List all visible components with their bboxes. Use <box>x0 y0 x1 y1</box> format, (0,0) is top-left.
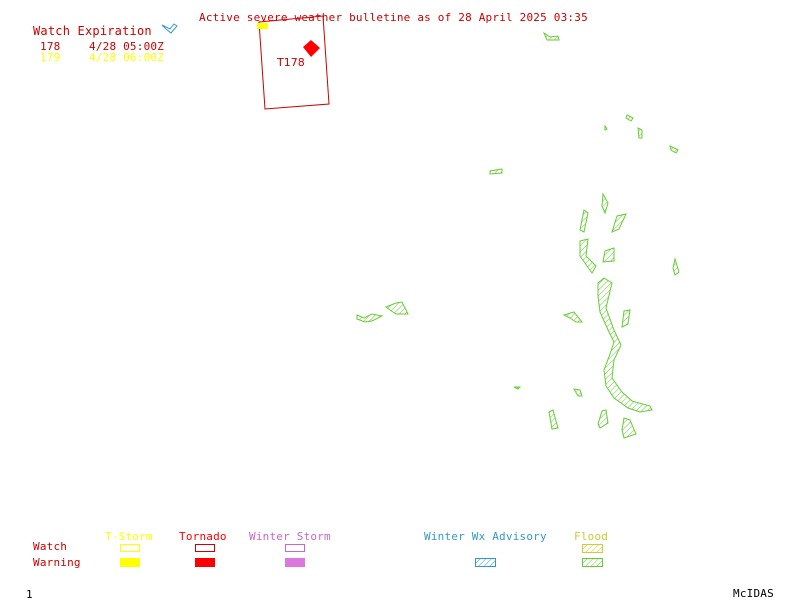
flood-area <box>562 311 584 323</box>
legend-swatch-tornado-watch <box>195 544 215 552</box>
flood-area <box>573 388 583 397</box>
flood-area <box>542 31 560 41</box>
bulletin-title: Active severe weather bulletine as of 28… <box>199 11 588 24</box>
flood-area <box>611 213 627 233</box>
watch-expiration-row: 178 <box>40 40 60 53</box>
legend-row-label-warning: Warning <box>33 556 81 569</box>
flood-area <box>602 247 615 263</box>
flood-area <box>601 192 609 215</box>
legend-label-winter-storm: Winter Storm <box>249 530 331 543</box>
flood-area <box>669 145 679 154</box>
watch-id: 179 <box>40 51 61 64</box>
legend-swatch-flood-warning <box>582 558 603 567</box>
flood-area <box>637 127 643 139</box>
watch-expiration-heading: Watch Expiration <box>33 24 152 38</box>
tornado-watch-box-t178[interactable] <box>258 15 330 110</box>
legend-swatch-winter-storm-watch <box>285 544 305 552</box>
watch-expiration-time: 4/28 05:00Z <box>89 40 165 53</box>
flood-area <box>672 257 680 276</box>
tstorm-warning-area[interactable] <box>257 23 268 29</box>
flood-area <box>625 114 634 122</box>
legend-swatch-tornado-warning <box>195 558 215 567</box>
watch-expiration-time: 4/28 06:00Z <box>89 51 165 64</box>
flood-warning-areas[interactable] <box>356 31 680 439</box>
flood-area <box>489 168 503 175</box>
legend-swatch-tstorm-watch <box>120 544 140 552</box>
frame-number: 1 <box>26 588 33 601</box>
winter-advisory-area[interactable] <box>161 23 178 34</box>
flood-area <box>597 277 653 413</box>
legend-label-winter-advisory: Winter Wx Advisory <box>424 530 547 543</box>
legend-swatch-tstorm-warning <box>120 558 140 567</box>
flood-area <box>579 238 597 274</box>
legend-label-tornado: Tornado <box>179 530 227 543</box>
flood-area <box>621 417 637 439</box>
watch-expiration-row: 179 <box>40 51 60 64</box>
flood-area <box>604 124 608 131</box>
legend-swatch-winter-storm-warning <box>285 558 305 567</box>
legend-row-label-watch: Watch <box>33 540 68 553</box>
watch-id: 178 <box>40 40 61 53</box>
flood-area <box>548 409 559 430</box>
flood-area <box>597 409 609 429</box>
watch-box-label: T178 <box>276 56 305 69</box>
legend-swatch-winter-advisory-warning <box>475 558 496 567</box>
flood-area <box>513 386 522 390</box>
legend-label-flood: Flood <box>574 530 609 543</box>
flood-area <box>384 301 409 315</box>
legend-label-tstorm: T-Storm <box>105 530 153 543</box>
legend-swatch-flood-watch <box>582 544 603 553</box>
flood-area <box>621 309 631 328</box>
flood-area <box>579 209 589 233</box>
tornado-warning-area[interactable] <box>303 40 320 57</box>
mcidas-brand: McIDAS <box>733 587 774 600</box>
flood-area <box>356 313 384 323</box>
